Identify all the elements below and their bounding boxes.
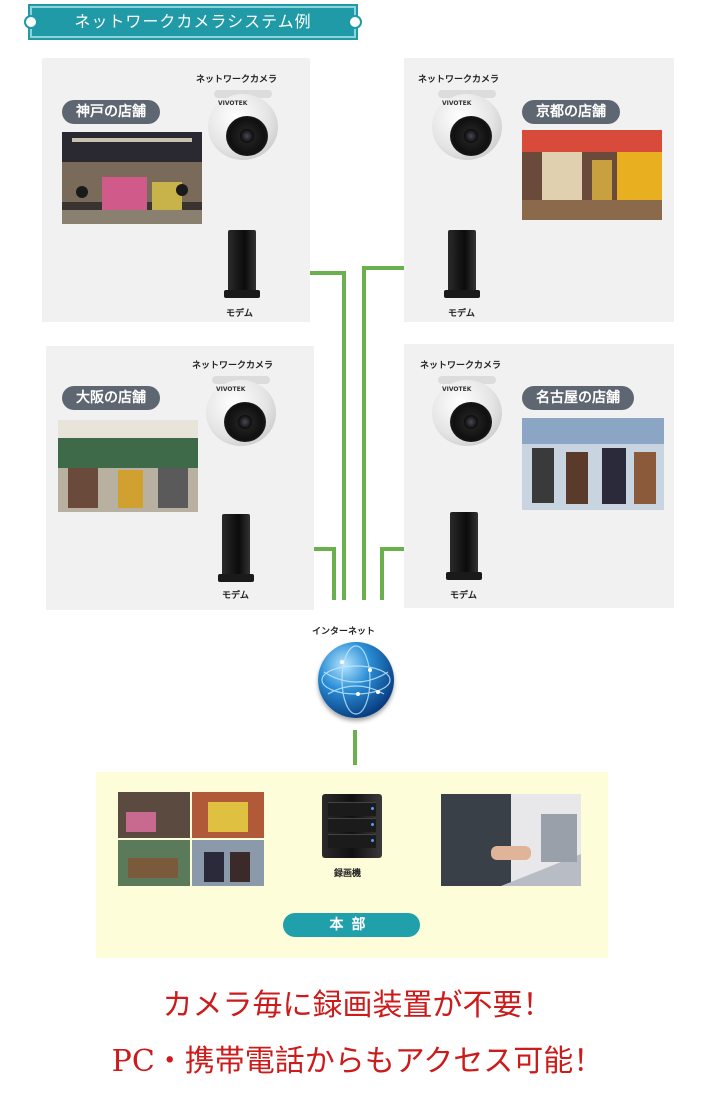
- recorder-icon: [322, 794, 382, 858]
- store-name-kyoto: 京都の店舗: [522, 100, 620, 124]
- modem-icon: [222, 230, 262, 300]
- camera-icon: VIVOTEK: [204, 88, 282, 166]
- camera-icon: VIVOTEK: [202, 374, 280, 452]
- laptop-user-photo: [441, 794, 581, 886]
- modem-label: モデム: [222, 591, 249, 601]
- globe-icon: [318, 642, 394, 718]
- store-name-nagoya: 名古屋の店舗: [522, 386, 634, 410]
- camera-icon: VIVOTEK: [428, 88, 506, 166]
- headquarters-label: 本部: [283, 913, 420, 937]
- modem-icon: [216, 514, 256, 584]
- store-name-osaka: 大阪の店舗: [62, 386, 160, 410]
- tagline-line2: PC・携帯電話からもアクセス可能！: [111, 1044, 604, 1079]
- modem-label: モデム: [450, 591, 477, 601]
- camera-label: ネットワークカメラ: [420, 361, 502, 371]
- store-name-kobe: 神戸の店舗: [62, 100, 160, 124]
- camera-label: ネットワークカメラ: [192, 361, 274, 371]
- store-photo-kobe: [62, 132, 202, 224]
- store-photo-osaka: [58, 420, 198, 512]
- store-photo-nagoya: [522, 418, 664, 510]
- camera-icon: VIVOTEK: [428, 374, 506, 452]
- modem-label: モデム: [226, 309, 253, 319]
- header-banner: ネットワークカメラシステム例: [30, 6, 356, 38]
- recorder-label: 録画機: [334, 869, 362, 879]
- modem-label: モデム: [448, 309, 475, 319]
- modem-icon: [442, 230, 482, 300]
- page-title: ネットワークカメラシステム例: [74, 12, 312, 31]
- internet-label: インターネット: [312, 627, 376, 637]
- store-panel-kobe: ネットワークカメラ 神戸の店舗 VIVOTEK モデム: [42, 58, 310, 322]
- store-panel-kyoto: ネットワークカメラ 京都の店舗 VIVOTEK モデム: [404, 58, 674, 322]
- camera-label: ネットワークカメラ: [196, 75, 278, 85]
- monitor-feed-photo: [118, 792, 264, 886]
- store-panel-nagoya: ネットワークカメラ 名古屋の店舗 VIVOTEK モデム: [404, 344, 674, 608]
- tagline-line1: カメラ毎に録画装置が不要！: [162, 988, 553, 1023]
- modem-icon: [444, 512, 484, 582]
- store-photo-kyoto: [522, 130, 662, 220]
- store-panel-osaka: ネットワークカメラ 大阪の店舗 VIVOTEK モデム: [46, 346, 314, 610]
- camera-label: ネットワークカメラ: [418, 75, 500, 85]
